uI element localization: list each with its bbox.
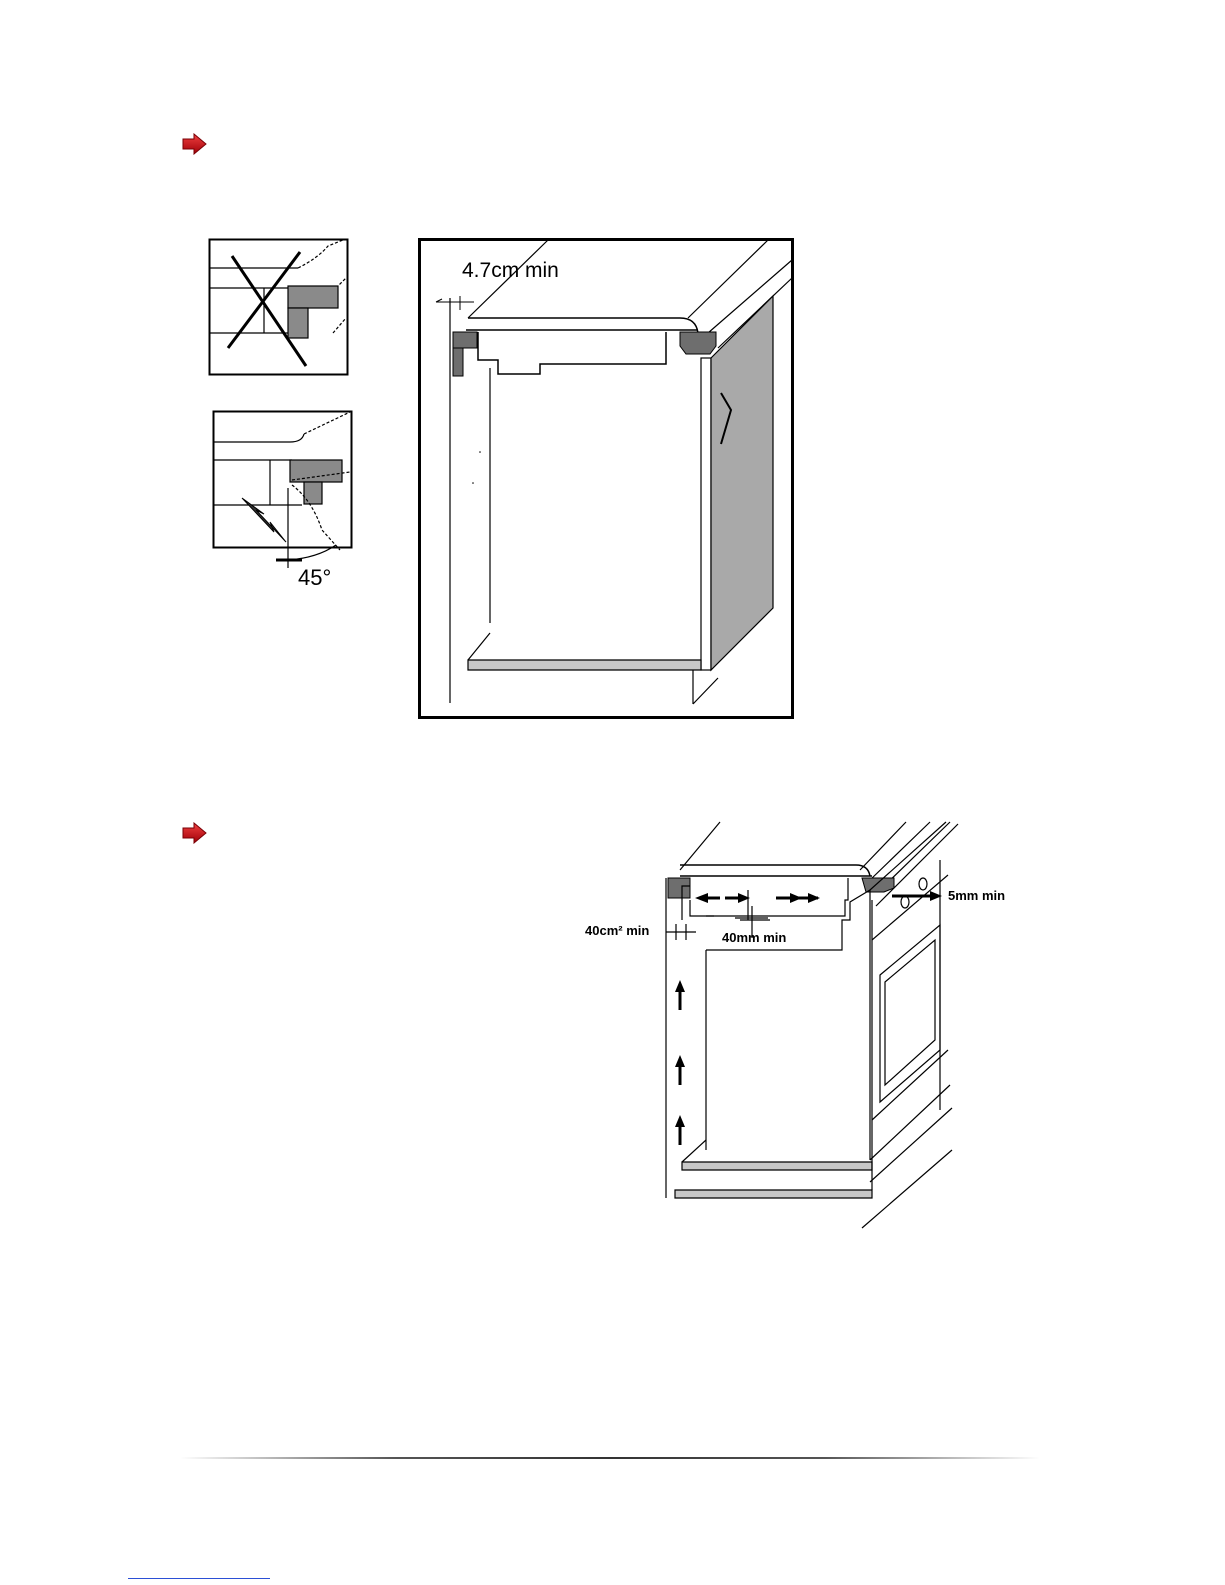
red-arrow-bullet-icon [182, 822, 208, 844]
incorrect-installation-detail [208, 238, 352, 378]
red-arrow-bullet-icon [182, 133, 208, 155]
side-label: 5mm min [948, 888, 1005, 903]
footer-link-underline [128, 1578, 270, 1579]
area-label: 40cm² min [585, 923, 649, 938]
cabinet-clearance-diagram: 4.7cm min [418, 238, 796, 722]
angle-label: 45° [298, 565, 331, 590]
ventilation-diagram: 40cm² min 40mm min 5mm min [580, 820, 1030, 1235]
gap-label: 40mm min [722, 930, 786, 945]
footer-rule [180, 1457, 1040, 1459]
chamfer-detail-45: 45° [212, 410, 357, 595]
clearance-label: 4.7cm min [462, 259, 559, 282]
